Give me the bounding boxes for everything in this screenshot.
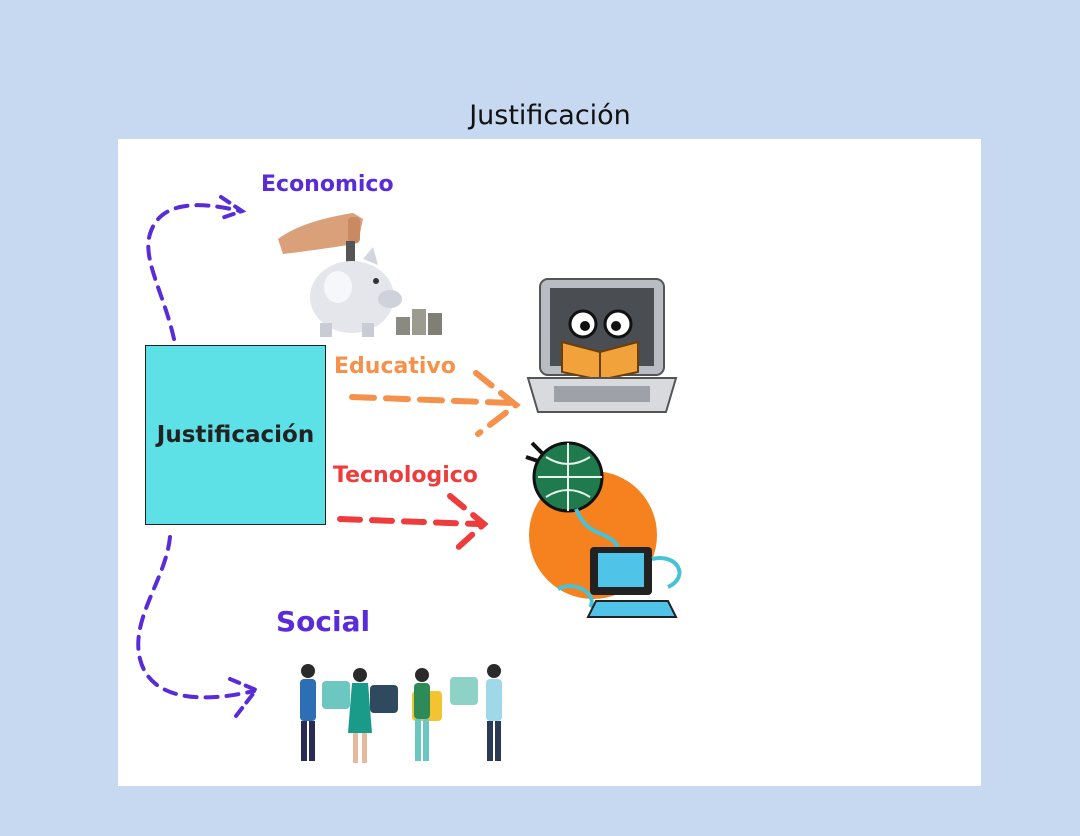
economico-arrow [146, 195, 247, 341]
social-label: Social [276, 605, 371, 638]
laptop-reading-icon [526, 278, 678, 413]
educativo-arrow [349, 370, 521, 437]
piggy-bank-icon [278, 213, 442, 337]
tecnologico-arrow [337, 493, 489, 556]
social-arrow [136, 535, 260, 718]
diagram-slide: Justificación Economico Educativo Tecnol… [118, 139, 981, 786]
justificacion-box-label: Justificación [156, 422, 315, 448]
educativo-label: Educativo [334, 354, 456, 379]
economico-label: Economico [261, 172, 394, 197]
page-title: Justificación [469, 100, 631, 131]
puzzle-team-icon [300, 664, 502, 763]
tecnologico-label: Tecnologico [333, 463, 478, 488]
globe-computer-icon [525, 441, 682, 618]
justificacion-box: Justificación [145, 345, 326, 525]
